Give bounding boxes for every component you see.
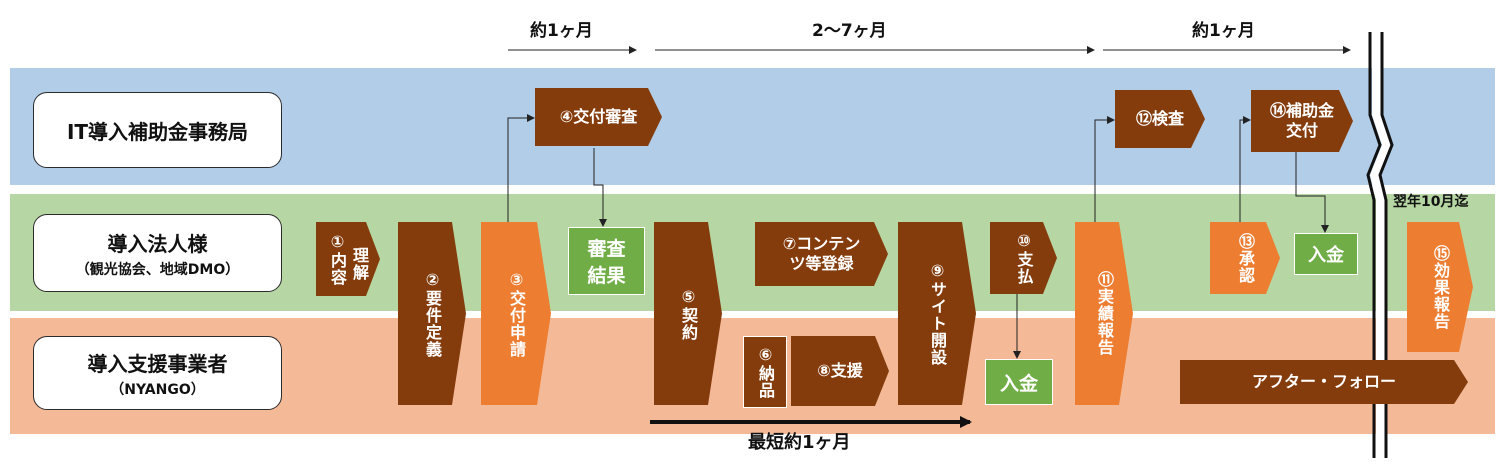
step-8-label: ⑧支援 [817, 361, 863, 380]
connector-approval-to-subsidy [1239, 116, 1251, 222]
step-2-label: ②要件定義 [423, 269, 442, 358]
lane-subtitle-corporation: （観光協会、地域DMO） [75, 261, 240, 278]
step-10-payment: ⑩支払 [990, 222, 1057, 294]
step-15-label: ⑮効果報告 [1431, 244, 1450, 330]
step-13-label: ⑬承認 [1236, 232, 1255, 284]
period-label-1: 約1ヶ月 [530, 21, 593, 41]
payment-received-vendor-label: 入金 [999, 372, 1038, 395]
step-4-label: ④交付審査 [559, 107, 638, 126]
step-6-label: ⑥納品 [756, 345, 775, 399]
payment-received-vendor: 入金 [985, 359, 1053, 405]
step-1-label-left: 理解 [350, 247, 369, 281]
lane-title-secretariat: IT導入補助金事務局 [66, 119, 249, 144]
period-label-2: 2〜7ヶ月 [812, 21, 887, 41]
period-label-3: 約1ヶ月 [1192, 21, 1255, 41]
step-6-delivery: ⑥納品 [743, 336, 787, 408]
review-result-line2: 結果 [587, 265, 626, 287]
step-2-requirements: ②要件定義 [398, 222, 466, 405]
step-5-contract: ⑤契約 [654, 222, 722, 405]
lane-subtitle-vendor: （NYANGO） [110, 381, 205, 398]
connector-report-to-inspection [1094, 116, 1115, 222]
step-3-application: ③交付申請 [481, 222, 551, 405]
review-result-box: 審査 結果 [568, 227, 645, 295]
step-1-understanding: ①内容 理解 [316, 222, 380, 296]
connector-apply-to-review [507, 114, 535, 222]
step-14-label-line2: 交付 [1285, 121, 1318, 140]
payment-received-corporation-label: 入金 [1308, 245, 1344, 266]
deadline-note: 翌年10月迄 [1393, 194, 1469, 210]
step-15-effect-report: ⑮効果報告 [1407, 222, 1473, 352]
lane-label-vendor: 導入支援事業者 （NYANGO） [33, 336, 282, 410]
step-7-content-registration: ⑦コンテン ツ等登録 [755, 222, 888, 286]
connector-subsidy-to-receipt [1295, 150, 1329, 233]
shortest-period-label: 最短約1ヶ月 [748, 432, 851, 453]
step-7-label-line1: ⑦コンテン [782, 234, 861, 253]
timeline-break-mark [1366, 30, 1394, 458]
step-11-label: ⑪実績報告 [1095, 271, 1114, 356]
step-12-label: ⑫検査 [1135, 109, 1184, 128]
connector-review-to-result [593, 148, 607, 227]
after-follow-label: アフター・フォロー [1251, 372, 1396, 391]
lane-title-vendor: 導入支援事業者 [87, 351, 228, 376]
review-result-line1: 審査 [587, 238, 626, 260]
after-follow-banner: アフター・フォロー [1180, 360, 1468, 404]
step-13-approval: ⑬承認 [1210, 222, 1280, 294]
payment-received-corporation: 入金 [1294, 233, 1358, 275]
lane-label-corporation: 導入法人様 （観光協会、地域DMO） [33, 214, 282, 292]
step-11-performance-report: ⑪実績報告 [1075, 222, 1133, 405]
step-3-label: ③交付申請 [507, 269, 526, 358]
lane-label-secretariat: IT導入補助金事務局 [33, 92, 282, 168]
step-7-label-line2: ツ等登録 [789, 254, 854, 273]
step-10-label: ⑩支払 [1014, 231, 1034, 285]
lane-title-corporation: 導入法人様 [107, 231, 208, 256]
step-12-inspection: ⑫検査 [1115, 90, 1205, 148]
step-14-label-line1: ⑭補助金 [1269, 101, 1334, 120]
step-14-subsidy-grant: ⑭補助金 交付 [1251, 90, 1353, 152]
step-1-label-right: ①内容 [328, 232, 347, 286]
step-9-site-launch: ⑨サイト開設 [898, 222, 976, 405]
step-5-label: ⑤契約 [679, 286, 698, 341]
step-4-grant-review: ④交付審査 [535, 88, 662, 146]
step-8-support: ⑧支援 [791, 336, 889, 406]
step-9-label: ⑨サイト開設 [928, 261, 947, 366]
